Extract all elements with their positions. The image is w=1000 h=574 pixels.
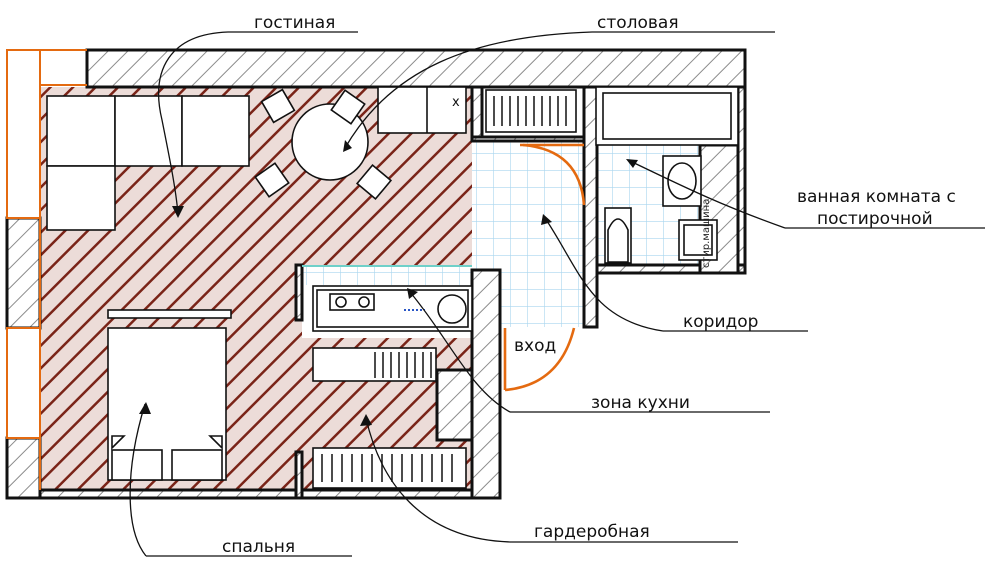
wall-bathroom-left	[582, 85, 599, 329]
wall-corridor-top	[470, 135, 586, 143]
kitchen-counter	[312, 285, 473, 332]
bed	[107, 309, 232, 481]
washing-machine	[678, 219, 718, 261]
label-entrance: вход	[514, 336, 556, 356]
bathtub	[595, 86, 739, 146]
tiled-floor-kitchen	[302, 265, 472, 285]
label-bedroom: спальня	[222, 537, 295, 557]
sofa	[46, 95, 250, 231]
doors	[503, 143, 586, 392]
wall-bottom	[38, 488, 502, 500]
leader-lines	[129, 31, 985, 557]
label-kitchen-zone: зона кухни	[591, 393, 690, 413]
wall-inner-right-lower	[470, 268, 502, 500]
label-corridor: коридор	[683, 312, 758, 332]
wall-kitchen-divider-upper	[294, 263, 304, 322]
label-wardrobe: гардеробная	[534, 522, 650, 542]
window-left-upper	[6, 49, 41, 219]
wall-corridor-top-left	[470, 85, 484, 139]
door-bathroom	[522, 143, 586, 206]
wall-kitchen-divider-lower	[294, 450, 304, 500]
door-entrance	[504, 327, 576, 392]
room-labels: гостиная столовая ванная комната с пости…	[222, 13, 956, 557]
label-bathroom-line1: ванная комната с	[797, 187, 956, 207]
window-left-lower	[6, 327, 41, 439]
label-bathroom-line2: постирочной	[817, 209, 933, 229]
wall-top	[85, 48, 747, 89]
wall-bathroom-bottom	[595, 263, 747, 275]
label-washing-machine: стир.машина	[701, 199, 712, 268]
label-living-room: гостиная	[254, 13, 335, 33]
corridor-wardrobe	[485, 89, 577, 133]
label-dining-room: столовая	[597, 13, 679, 33]
kitchen-lower-cabinet	[312, 347, 437, 382]
dining-table	[254, 88, 393, 201]
sink	[662, 155, 702, 207]
wall-column-bedroom	[435, 368, 474, 442]
toilet	[604, 207, 632, 264]
arrow-heads	[139, 140, 638, 426]
svg-text:x: x	[452, 95, 460, 110]
wall-left-upper	[5, 216, 42, 330]
wall-left-lower	[5, 436, 42, 500]
dining-cabinet: x	[377, 86, 467, 134]
wardrobe-closet	[312, 447, 467, 489]
windows	[6, 49, 87, 490]
